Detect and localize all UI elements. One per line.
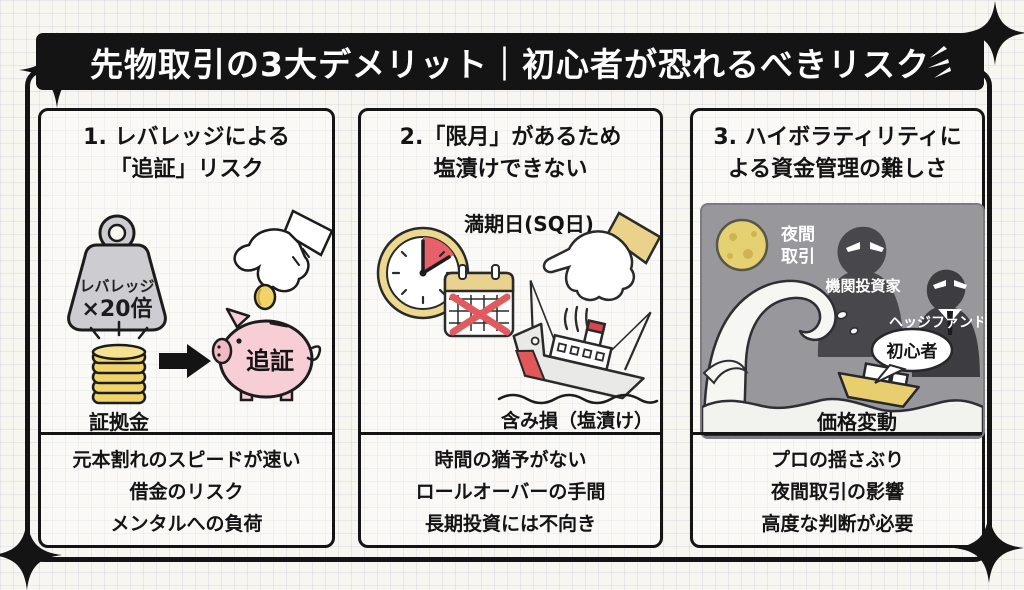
card2-footer-line3: 長期投資には不向き: [424, 512, 596, 535]
water-line: [497, 393, 659, 405]
card1-header-line1: 1. レバレッジによる: [83, 125, 290, 150]
card2-footer: 時間の猶予がない ロールオーバーの手間 長期投資には不向き: [361, 432, 660, 545]
card3-footer-line2: 夜間取引の影響: [770, 480, 904, 503]
emphasis-lines-icon: [928, 46, 951, 78]
card-leverage-risk: 1. レバレッジによる 「追証」リスク レバレッジ ×20倍: [38, 108, 335, 548]
card-volatility-risk: 3. ハイボラティリティに よる資金管理の難しさ 夜間 取引 機関投資家: [690, 108, 985, 548]
card1-header-line2: 「追証」リスク: [109, 156, 264, 182]
beginner-label: 初心者: [887, 341, 938, 362]
calendar-x-icon: [443, 264, 515, 338]
coins-label: 証拠金: [89, 410, 150, 434]
card1-footer: 元本割れのスピードが速い 借金のリスク メンタルへの負荷: [41, 432, 332, 545]
card1-footer-line2: 借金のリスク: [129, 480, 244, 503]
card1-footer-line1: 元本割れのスピードが速い: [72, 448, 301, 471]
card3-footer-line3: 高度な判断が必要: [761, 512, 914, 535]
night-label-line1: 夜間: [780, 224, 815, 245]
sparkle-icon: [963, 1, 1024, 65]
night-label-line2: 取引: [781, 247, 815, 267]
sparkle-icon: [954, 513, 1024, 583]
sinking-ship-icon: [512, 280, 652, 400]
page-title: 先物取引の3大デメリット｜初心者が恐れるべきリスク: [90, 44, 930, 84]
beginner-speech-bubble: 初心者: [870, 327, 954, 384]
institutional-investor-silhouette-icon: [818, 226, 904, 357]
card1-footer-line3: メンタルへの負荷: [110, 512, 263, 535]
weight-label-line2: ×20倍: [81, 296, 152, 322]
piggy-label: 追証: [246, 347, 294, 375]
wave-icon: [702, 279, 859, 431]
night-market-panel: 夜間 取引 機関投資家 ヘッジファンド: [700, 203, 985, 439]
card3-header: 3. ハイボラティリティに よる資金管理の難しさ: [693, 111, 982, 186]
card3-footer: プロの揺さぶり 夜間取引の影響 高度な判断が必要: [693, 432, 982, 545]
title-banner: 先物取引の3大デメリット｜初心者が恐れるべきリスク: [36, 33, 984, 90]
card2-illustration: 満期日(SQ日): [376, 211, 660, 432]
card1-header: 1. レバレッジによる 「追証」リスク: [41, 111, 332, 186]
institutional-label: 機関投資家: [825, 277, 900, 295]
moon-icon: [715, 218, 769, 272]
hand-coin-icon: [233, 209, 332, 311]
card1-illustration: レバレッジ ×20倍 証拠金: [67, 209, 332, 434]
arrow-right-icon: [159, 344, 211, 378]
card2-header-line2: 塩漬けできない: [433, 156, 588, 182]
loss-label: 含み損（塩漬け）: [501, 409, 653, 432]
card-contract-month-risk: 2.「限月」があるため 塩漬けできない 満期日(SQ日): [358, 108, 663, 548]
piggy-bank-icon: 追証: [211, 307, 322, 402]
card2-footer-line2: ロールオーバーの手間: [415, 480, 606, 503]
sparkle-icon: [19, 32, 95, 108]
weight-icon: レバレッジ ×20倍: [67, 214, 167, 332]
hand-release-icon: [542, 211, 660, 333]
sparkle-icon: [0, 520, 62, 590]
weight-label-line1: レバレッジ: [79, 277, 154, 295]
card3-illustration: 夜間 取引 機関投資家 ヘッジファンド: [702, 218, 983, 437]
card2-header: 2.「限月」があるため 塩漬けできない: [361, 111, 660, 186]
maturity-label: 満期日(SQ日): [464, 212, 594, 236]
card3-header-line2: よる資金管理の難しさ: [727, 156, 948, 182]
card2-header-line1: 2.「限月」があるため: [399, 125, 622, 150]
boat-icon: [837, 362, 920, 408]
water-band: [702, 397, 983, 437]
card3-header-line1: 3. ハイボラティリティに: [713, 125, 962, 150]
hedge-fund-label: ヘッジファンド: [889, 315, 983, 331]
price-move-label: 価格変動: [816, 410, 897, 434]
coin-stack-icon: [89, 320, 149, 405]
card2-footer-line1: 時間の猶予がない: [434, 448, 587, 471]
card3-footer-line1: プロの揺さぶり: [770, 448, 904, 471]
